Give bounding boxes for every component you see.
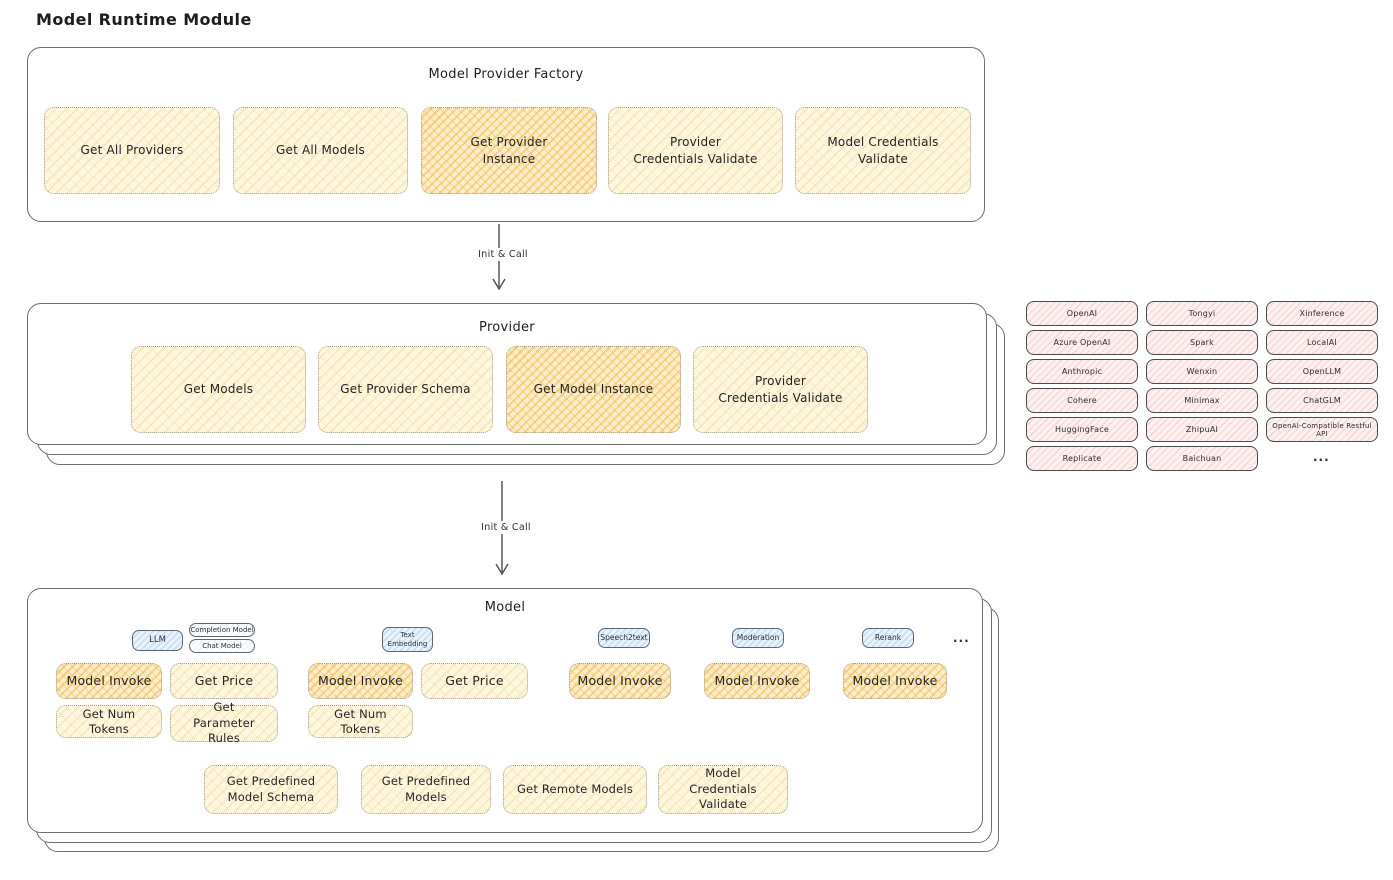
provider-box-get-model-instance: Get Model Instance [506, 346, 681, 433]
provider-chip-minimax: Minimax [1146, 388, 1258, 413]
tag-chat-model: Chat Model [189, 639, 255, 653]
model-box-get-remote-models: Get Remote Models [503, 765, 647, 814]
model-box-get-predefined-models: Get Predefined Models [361, 765, 491, 814]
provider-chip-openllm: OpenLLM [1266, 359, 1378, 384]
provider-container: Provider Get Models Get Provider Schema … [27, 303, 987, 445]
model-box-get-parameter-rules: Get Parameter Rules [170, 700, 278, 745]
provider-grid-ellipsis: ... [1313, 450, 1330, 464]
page-title: Model Runtime Module [36, 10, 252, 29]
provider-box-get-provider-schema: Get Provider Schema [318, 346, 493, 433]
arrow-label-init-call-2: Init & Call [474, 521, 538, 534]
provider-box-provider-credentials-validate: Provider Credentials Validate [693, 346, 868, 433]
provider-chip-azure-openai: Azure OpenAI [1026, 330, 1138, 355]
provider-chip-anthropic: Anthropic [1026, 359, 1138, 384]
tag-speech2text: Speech2text [598, 628, 650, 648]
model-box-model-credentials-validate: Model Credentials Validate [658, 765, 788, 814]
factory-box-get-all-models: Get All Models [233, 107, 408, 194]
model-box-get-price-llm: Get Price [170, 663, 278, 699]
tag-rerank: Rerank [862, 628, 914, 648]
provider-chip-baichuan: Baichuan [1146, 446, 1258, 471]
model-box-invoke-moderation: Model Invoke [704, 663, 810, 699]
factory-box-get-provider-instance: Get Provider Instance [421, 107, 597, 194]
provider-chip-tongyi: Tongyi [1146, 301, 1258, 326]
model-box-invoke-text-embedding: Model Invoke [308, 663, 413, 699]
provider-chip-zhipuai: ZhipuAI [1146, 417, 1258, 442]
model-box-invoke-rerank: Model Invoke [843, 663, 947, 699]
tag-text-embedding: Text Embedding [382, 627, 433, 652]
provider-chip-openai-compatible: OpenAI-Compatible Restful API [1266, 417, 1378, 442]
provider-chip-localai: LocalAI [1266, 330, 1378, 355]
factory-box-provider-credentials-validate: Provider Credentials Validate [608, 107, 783, 194]
factory-title: Model Provider Factory [428, 67, 584, 82]
model-box-get-num-tokens-text-embedding: Get Num Tokens [308, 705, 413, 738]
model-title: Model [484, 600, 526, 615]
model-tags-ellipsis: ... [953, 631, 970, 645]
provider-title: Provider [479, 320, 535, 335]
tag-completion-model: Completion Model [189, 623, 255, 637]
tag-moderation: Moderation [732, 628, 784, 648]
factory-box-model-credentials-validate: Model Credentials Validate [795, 107, 971, 194]
factory-container: Model Provider Factory Get All Providers… [27, 47, 985, 222]
provider-chip-spark: Spark [1146, 330, 1258, 355]
provider-chip-openai: OpenAI [1026, 301, 1138, 326]
provider-chip-cohere: Cohere [1026, 388, 1138, 413]
arrow-label-init-call-1: Init & Call [471, 248, 535, 261]
model-box-get-num-tokens-llm: Get Num Tokens [56, 705, 162, 738]
provider-box-get-models: Get Models [131, 346, 306, 433]
provider-chip-replicate: Replicate [1026, 446, 1138, 471]
factory-box-get-all-providers: Get All Providers [44, 107, 220, 194]
model-box-get-predefined-model-schema: Get Predefined Model Schema [204, 765, 338, 814]
model-container: Model LLM Completion Model Chat Model Te… [27, 588, 983, 833]
tag-llm: LLM [132, 630, 183, 651]
model-box-invoke-speech2text: Model Invoke [569, 663, 671, 699]
provider-chip-huggingface: HuggingFace [1026, 417, 1138, 442]
provider-chip-chatglm: ChatGLM [1266, 388, 1378, 413]
model-box-get-price-text-embedding: Get Price [421, 663, 528, 699]
provider-chip-xinference: Xinference [1266, 301, 1378, 326]
model-box-invoke-llm: Model Invoke [56, 663, 162, 699]
provider-chip-wenxin: Wenxin [1146, 359, 1258, 384]
